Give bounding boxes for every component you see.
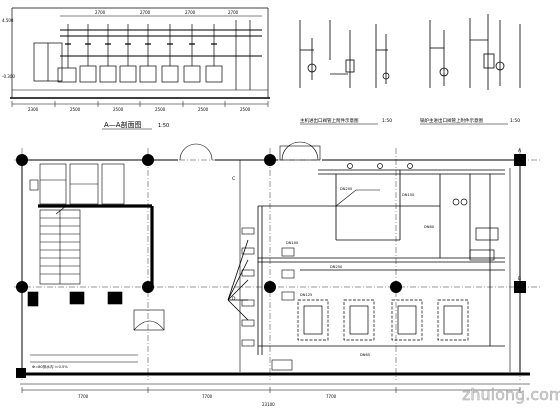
plan-room-note: Ф=80排水沟 i=0.5% xyxy=(32,364,68,369)
section-dim-3: 2500 xyxy=(113,107,124,112)
pipe-label-1: DN200 xyxy=(340,187,353,191)
section-dim-6: 2500 xyxy=(240,107,251,112)
section-scale: 1:50 xyxy=(158,123,169,129)
pipe-label-7: DN125 xyxy=(300,293,312,297)
detail-2-title: 锅炉主进出口阀管上附件示意图 xyxy=(420,117,483,124)
watermark-logo-text: zhulong.com xyxy=(462,385,560,404)
section-elevation-top: 4.500 xyxy=(2,18,14,23)
pipe-label-5: DN80 xyxy=(424,225,435,229)
plan-axis-label-a: A xyxy=(518,148,522,154)
watermark: zhulong.com xyxy=(462,385,560,405)
section-dim-2: 2500 xyxy=(70,107,81,112)
detail-2-drawing xyxy=(429,14,521,90)
plan-dim-3: 7700 xyxy=(326,394,337,399)
plan-dim-2: 7700 xyxy=(202,394,213,399)
section-top-dim-1: 2700 xyxy=(95,10,106,15)
section-top-dim-3: 2700 xyxy=(185,10,196,15)
section-dim-4: 2500 xyxy=(155,107,166,112)
pipe-label-4: DN250 xyxy=(330,265,343,269)
plan-axis-label-d: D xyxy=(232,296,236,302)
structural-columns xyxy=(16,154,526,378)
detail-1-scale: 1:50 xyxy=(382,118,392,124)
plan-dim-1: 7700 xyxy=(78,394,89,399)
plan-axis-label-c: C xyxy=(232,176,235,182)
section-elevation-bottom: -0.300 xyxy=(2,74,15,79)
detail-2-scale: 1:50 xyxy=(510,118,520,124)
floor-plan xyxy=(14,141,540,393)
pipe-label-6: DN65 xyxy=(360,353,370,357)
plan-axis-label-b: B xyxy=(518,276,521,282)
plan-total-dim: 23100 xyxy=(262,402,275,407)
detail-1-title: 主机进出口阀管上附件示意图 xyxy=(300,117,359,124)
pipe-label-2: DN150 xyxy=(402,193,415,197)
section-top-dim-2: 2700 xyxy=(140,10,151,15)
section-dim-1: 2300 xyxy=(28,107,39,112)
detail-1-drawing xyxy=(299,20,390,88)
section-title: A—A剖面图 xyxy=(104,120,142,129)
section-top-dim-4: 2700 xyxy=(228,10,239,15)
section-dim-5: 2500 xyxy=(198,107,209,112)
pipe-label-3: DN100 xyxy=(286,241,299,245)
section-view xyxy=(10,7,270,107)
